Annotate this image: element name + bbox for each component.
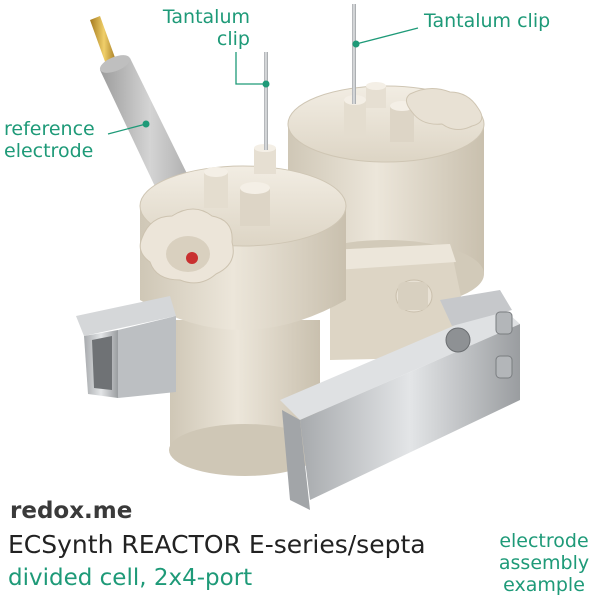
leader-reference <box>107 123 147 135</box>
right-metal-clamp <box>280 290 520 510</box>
left-metal-clamp <box>76 296 176 398</box>
leader-right-clip <box>355 27 419 45</box>
label-tantalum-clip-left-line1: Tantalum <box>162 6 250 28</box>
label-example-line3: example <box>503 574 585 596</box>
right-tantalum-clip <box>352 4 356 104</box>
label-electrode-assembly-example: electrode assembly example <box>490 530 598 596</box>
label-tantalum-clip-left-line2: clip <box>216 28 250 50</box>
right-screw-cap <box>406 88 483 130</box>
product-subtitle: divided cell, 2x4-port <box>8 565 253 591</box>
label-example-line2: assembly <box>498 552 590 574</box>
product-title: ECSynth REACTOR E-series/septa <box>8 530 426 559</box>
brand-logo: redox.me <box>10 498 133 524</box>
label-reference-electrode: reference electrode <box>4 118 95 162</box>
connector-block <box>330 244 468 360</box>
label-tantalum-clip-left: Tantalum clip <box>140 6 250 50</box>
left-half-cell <box>139 144 347 476</box>
leader-left-clip <box>235 52 266 85</box>
reference-electrode <box>90 16 200 214</box>
left-tantalum-clip <box>264 52 268 150</box>
left-screw-cap <box>139 208 234 284</box>
label-tantalum-clip-right: Tantalum clip <box>424 10 551 32</box>
left-port-stoppers <box>204 144 276 226</box>
leader-lines <box>107 27 419 135</box>
label-reference-line1: reference <box>4 118 95 140</box>
label-example-line1: electrode <box>499 530 589 552</box>
label-reference-line2: electrode <box>4 140 94 162</box>
